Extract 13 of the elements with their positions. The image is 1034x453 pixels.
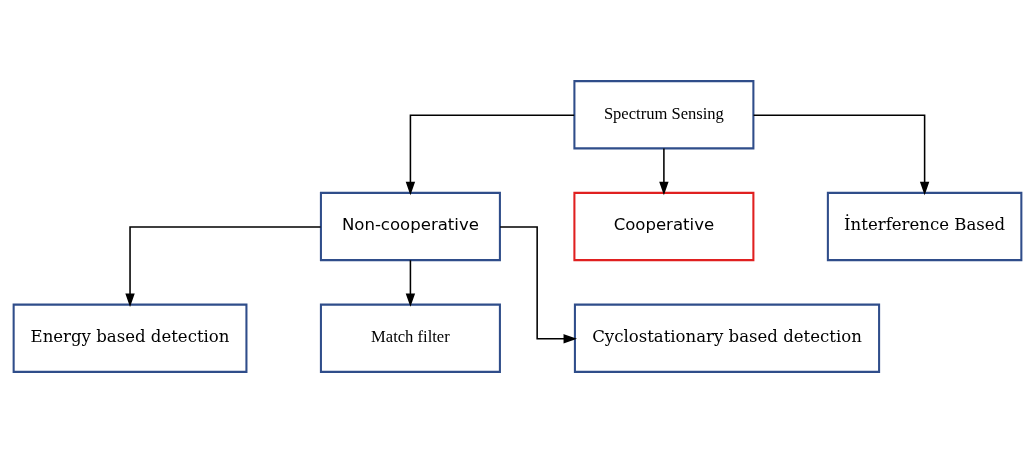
- node-box: İnterference Based: [826, 191, 1022, 262]
- node-box: Cyclostationary based detection: [573, 303, 880, 373]
- arrow: [405, 259, 415, 307]
- node-box: Non-cooperative: [319, 191, 501, 262]
- node-box: Energy based detection: [12, 303, 247, 373]
- arrow: [498, 226, 577, 344]
- node-box: Cooperative: [572, 191, 754, 262]
- arrow: [124, 226, 321, 307]
- node-box: Match filter: [319, 303, 501, 373]
- arrow: [658, 147, 669, 196]
- arrow: [405, 114, 575, 196]
- node-box: Spectrum Sensing: [572, 80, 754, 150]
- arrow: [752, 114, 929, 196]
